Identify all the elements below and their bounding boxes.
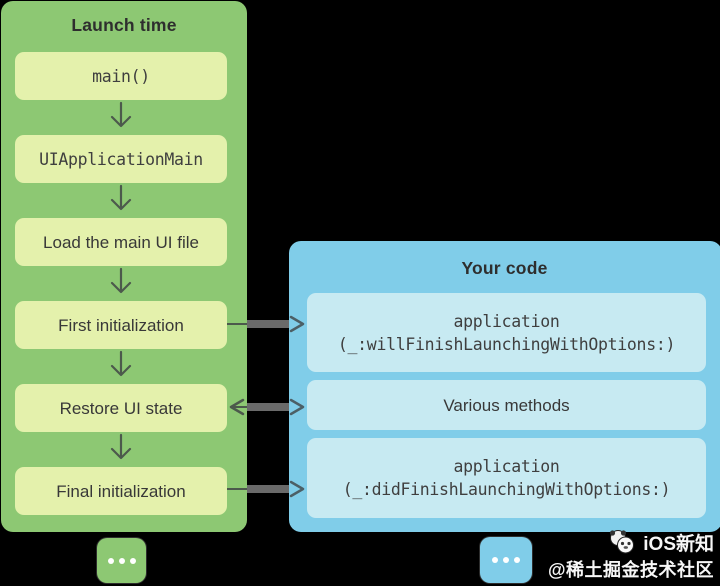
step-first-initialization: First initialization (15, 301, 227, 349)
ellipsis-icon (492, 557, 520, 563)
method-willfinishlaunching: application (_:willFinishLaunchingWithOp… (307, 293, 706, 372)
code-continues-box (480, 537, 532, 583)
step-restore-ui-state: Restore UI state (15, 384, 227, 432)
watermark: iOS新知 @稀土掘金技术社区 (548, 529, 714, 580)
method-various-methods: Various methods (307, 380, 706, 430)
step-final-initialization: Final initialization (15, 467, 227, 515)
your-code-panel: Your code application (_:willFinishLaunc… (289, 241, 720, 532)
step-main: main() (15, 52, 227, 100)
launch-continues-box (97, 538, 146, 583)
watermark-subtitle: @稀土掘金技术社区 (547, 559, 714, 580)
step-load-main-ui-file: Load the main UI file (15, 218, 227, 266)
ellipsis-icon (107, 557, 136, 564)
watermark-title: iOS新知 (643, 533, 714, 555)
launch-panel-title: Launch time (71, 15, 177, 35)
step-uiapplicationmain: UIApplicationMain (15, 135, 227, 183)
code-panel-title: Your code (461, 258, 548, 278)
method-didfinishlaunching: application (_:didFinishLaunchingWithOpt… (307, 438, 706, 518)
launch-time-panel: Launch time main() UIApplicationMain Loa… (1, 1, 247, 532)
panda-avatar-icon (608, 529, 638, 561)
